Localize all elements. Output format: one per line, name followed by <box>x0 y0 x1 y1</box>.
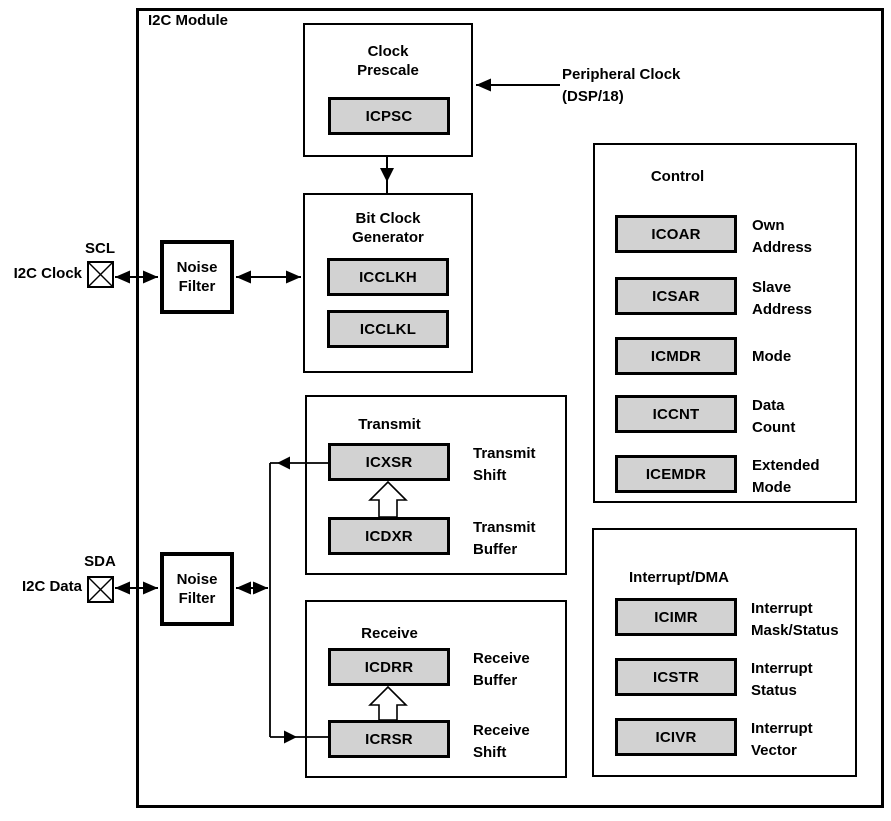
transmit-box: Transmit ICXSR Transmit Shift ICDXR Tran… <box>305 395 567 575</box>
noise-filter-scl-box: Noise Filter <box>160 240 234 314</box>
register-icemdr: ICEMDR <box>615 455 737 493</box>
transmit-title: Transmit <box>358 416 421 433</box>
receive-title: Receive <box>361 625 418 642</box>
interrupt-status-label: Interrupt Status <box>751 660 813 699</box>
bit-clock-generator-title: Bit Clock Generator <box>352 210 424 246</box>
register-icstr: ICSTR <box>615 658 737 696</box>
own-address-label: Own Address <box>752 217 813 256</box>
transmit-shift-label: Transmit Shift <box>473 445 536 484</box>
bit-clock-generator-box: Bit Clock Generator ICCLKH ICCLKL <box>303 193 473 373</box>
receive-shift-label: Receive Shift <box>473 722 530 761</box>
mode-label: Mode <box>752 348 792 365</box>
register-icivr: ICIVR <box>615 718 737 756</box>
sda-pad-icon <box>87 576 114 603</box>
register-icdrr: ICDRR <box>328 648 450 686</box>
sda-pin-label: SDA <box>84 553 116 570</box>
control-title: Control <box>650 168 705 185</box>
transmit-buffer-label: Transmit Buffer <box>473 519 536 558</box>
interrupt-dma-box: Interrupt/DMA ICIMR Interrupt Mask/Statu… <box>592 528 857 777</box>
control-box: Control ICOAR Own Address ICSAR Slave Ad… <box>593 143 857 503</box>
interrupt-vector-label: Interrupt Vector <box>751 720 813 759</box>
peripheral-clock-label: Peripheral Clock (DSP/18) <box>562 66 681 105</box>
interrupt-mask-status-label: Interrupt Mask/Status <box>751 600 839 639</box>
scl-pin-label: SCL <box>85 240 115 257</box>
receive-box: Receive ICDRR Receive Buffer ICRSR Recei… <box>305 600 567 778</box>
module-title: I2C Module <box>148 12 229 29</box>
receive-buffer-label: Receive Buffer <box>473 650 530 689</box>
interrupt-dma-title: Interrupt/DMA <box>629 569 729 586</box>
register-icoar: ICOAR <box>615 215 737 253</box>
register-icimr: ICIMR <box>615 598 737 636</box>
register-icdxr: ICDXR <box>328 517 450 555</box>
register-iccnt: ICCNT <box>615 395 737 433</box>
register-icmdr: ICMDR <box>615 337 737 375</box>
clock-prescale-box: Clock Prescale ICPSC <box>303 23 473 157</box>
module-boundary <box>136 8 884 808</box>
noise-filter-sda-box: Noise Filter <box>160 552 234 626</box>
i2c-clock-label: I2C Clock <box>13 265 82 282</box>
extended-mode-label: Extended Mode <box>752 457 820 496</box>
scl-pad-icon <box>87 261 114 288</box>
slave-address-label: Slave Address <box>752 279 813 318</box>
register-icclkh: ICCLKH <box>327 258 449 296</box>
register-icpsc: ICPSC <box>328 97 450 135</box>
register-icrsr: ICRSR <box>328 720 450 758</box>
register-icclkl: ICCLKL <box>327 310 449 348</box>
clock-prescale-title: Clock Prescale <box>357 43 419 79</box>
i2c-data-label: I2C Data <box>21 578 82 595</box>
data-count-label: Data Count <box>752 397 796 436</box>
register-icsar: ICSAR <box>615 277 737 315</box>
register-icxsr: ICXSR <box>328 443 450 481</box>
